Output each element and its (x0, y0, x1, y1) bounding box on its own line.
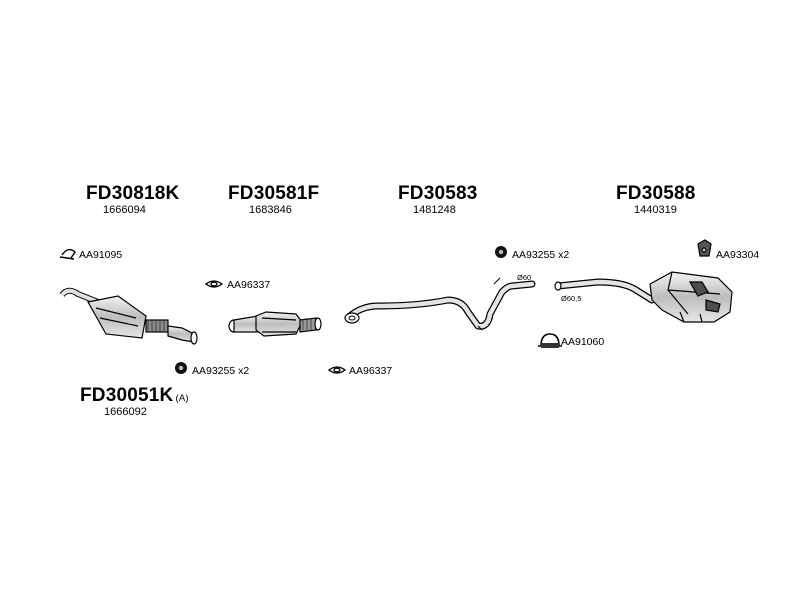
rear-silencer-part (554, 271, 733, 323)
gasket-ring-icon (327, 366, 347, 374)
accessory-label: AA93255 x2 (192, 365, 250, 377)
accessory-label: AA93255 x2 (512, 249, 570, 261)
assembly-code-text: FD30051K (80, 385, 174, 406)
assembly-code-suffix: (A) (175, 393, 189, 404)
catalyst-pipe-part (228, 311, 322, 337)
assembly-number: 1683846 (249, 204, 292, 216)
rubber-hanger-icon (697, 239, 712, 257)
rubber-mount-icon (175, 362, 187, 374)
assembly-code: FD30588 (616, 183, 696, 204)
accessory-label: AA96337 (349, 365, 393, 377)
gasket-ring-icon (204, 280, 224, 288)
hanger-clamp-icon (59, 248, 76, 260)
intermediate-pipe-part (344, 277, 536, 331)
u-clamp-icon (538, 333, 562, 348)
assembly-code: FD30051K(A) (80, 385, 189, 407)
accessory-label: AA96337 (227, 279, 271, 291)
assembly-number: 1440319 (634, 204, 677, 216)
assembly-code: FD30583 (398, 183, 478, 204)
accessory-label: AA91060 (561, 336, 605, 348)
diameter-label: Ø60 (517, 273, 532, 282)
accessory-label: AA93304 (716, 249, 760, 261)
assembly-number: 1666094 (103, 204, 146, 216)
diameter-label: Ø60,5 (561, 294, 582, 303)
accessory-label: AA91095 (79, 249, 123, 261)
assembly-code: FD30581F (228, 183, 320, 204)
assembly-number: 1666092 (104, 406, 147, 418)
rubber-mount-icon (495, 246, 507, 258)
front-pipe-catalyst-part (59, 287, 198, 345)
assembly-number: 1481248 (413, 204, 456, 216)
assembly-code: FD30818K (86, 183, 180, 204)
